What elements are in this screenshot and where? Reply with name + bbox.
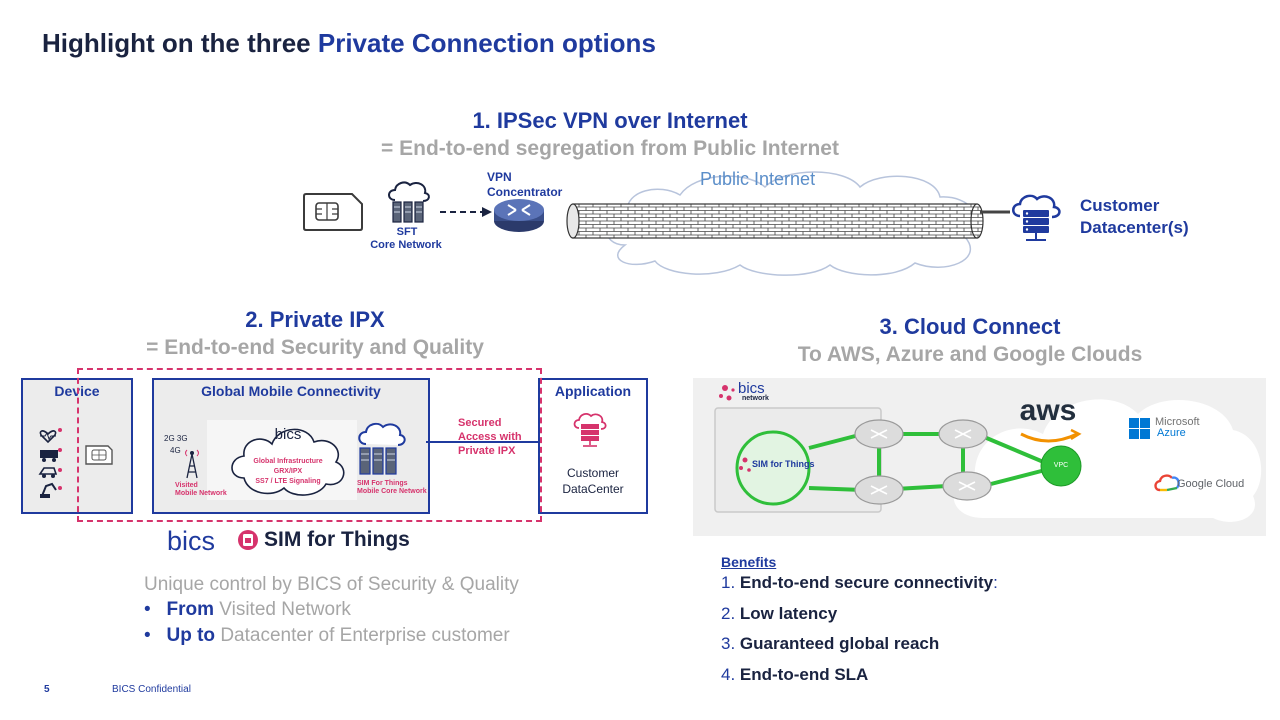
sft-core-network-icon [388,181,430,223]
sft-cloud-label: SIM for Things [752,459,815,469]
bics-cloud-label: bics [274,426,302,443]
gi-label-2: GRX/IPX [273,468,303,475]
sim-logo-icon [238,530,258,550]
vpc-label: VPC [1053,462,1069,469]
private-ipx-boundary [77,368,542,522]
google-cloud-logo: Google Cloud [1177,478,1245,490]
vpn-label-1: VPN [487,170,512,184]
sft-label-1: SFT [396,226,418,238]
ipx-link-line [426,441,540,443]
unique-control-text: Unique control by BICS of Security & Qua… [144,574,519,595]
sft-logo-text: SIM for Things [264,528,410,551]
bullet-upto: • Up to Datacenter of Enterprise custome… [144,625,510,646]
visited-label-1: Visited [175,482,198,489]
dashed-arrow [440,207,492,217]
customer-dc-label-2: Datacenter(s) [1080,218,1189,237]
bics-network-logo-1: bics [738,380,765,397]
bullet-from: • From Visited Network [144,599,351,620]
public-internet-label: Public Internet [700,169,816,189]
option2-heading: 2. Private IPX [245,307,385,332]
benefit-1: 1. End-to-end secure connectivity: [721,573,998,592]
tunnel-to-dc-line [980,210,1010,214]
azure-logo-1: Microsoft [1155,416,1200,428]
bics-cloud [231,428,345,496]
sft-core-label-1: SIM For Things [357,480,408,487]
cust-dc-label-1: Customer [566,466,619,480]
bics-logo: bics [167,526,216,556]
option3-subheading: To AWS, Azure and Google Clouds [797,343,1143,366]
vpn-tunnel [566,203,984,239]
page-title: Highlight on the three Private Connectio… [42,28,656,58]
network-gen-label: 2G 3G [164,434,188,443]
page-number: 5 [44,684,50,695]
cloud-connect-diagram [714,385,1262,522]
secured-label-1: Secured [458,417,502,429]
customer-datacenter-icon [1012,194,1061,241]
sft-label-2: Core Network [370,239,442,251]
sft-core-label-2: Mobile Core Network [357,488,427,495]
application-header: Application [554,383,632,399]
visited-label-2: Mobile Network [175,490,227,497]
vpn-concentrator-icon [494,199,544,232]
device-sim-icon [85,445,113,465]
option1-subheading: = End-to-end segregation from Public Int… [381,137,839,160]
benefit-3: 3. Guaranteed global reach [721,634,940,653]
application-datacenter-icon [573,413,607,447]
benefits-title: Benefits [721,554,777,570]
option2-subheading: = End-to-end Security and Quality [146,336,484,359]
azure-logo-2: Azure [1157,427,1186,439]
gi-label-1: Global Infrastructure [253,458,323,465]
bics-network-logo-2: network [742,395,769,402]
gi-label-3: SS7 / LTE Signaling [255,478,321,485]
benefit-2: 2. Low latency [721,604,838,623]
customer-dc-label-1: Customer [1080,196,1160,215]
option1-heading: 1. IPSec VPN over Internet [472,108,748,133]
aws-logo: aws [1019,394,1077,427]
confidential-label: BICS Confidential [112,684,191,695]
sft-mobile-core-icon [358,422,406,475]
gmc-header: Global Mobile Connectivity [201,383,381,399]
vpn-label-2: Concentrator [487,185,563,199]
iot-devices-icon [38,428,62,498]
antenna-tower-icon [185,449,199,479]
secured-label-2: Access with [458,431,522,443]
benefit-4: 4. End-to-end SLA [721,665,869,684]
network-4g-label: 4G [170,446,181,455]
option3-heading: 3. Cloud Connect [879,314,1061,339]
sim-card-icon [303,193,363,231]
secured-label-3: Private IPX [458,445,516,457]
cust-dc-label-2: DataCenter [562,482,624,496]
